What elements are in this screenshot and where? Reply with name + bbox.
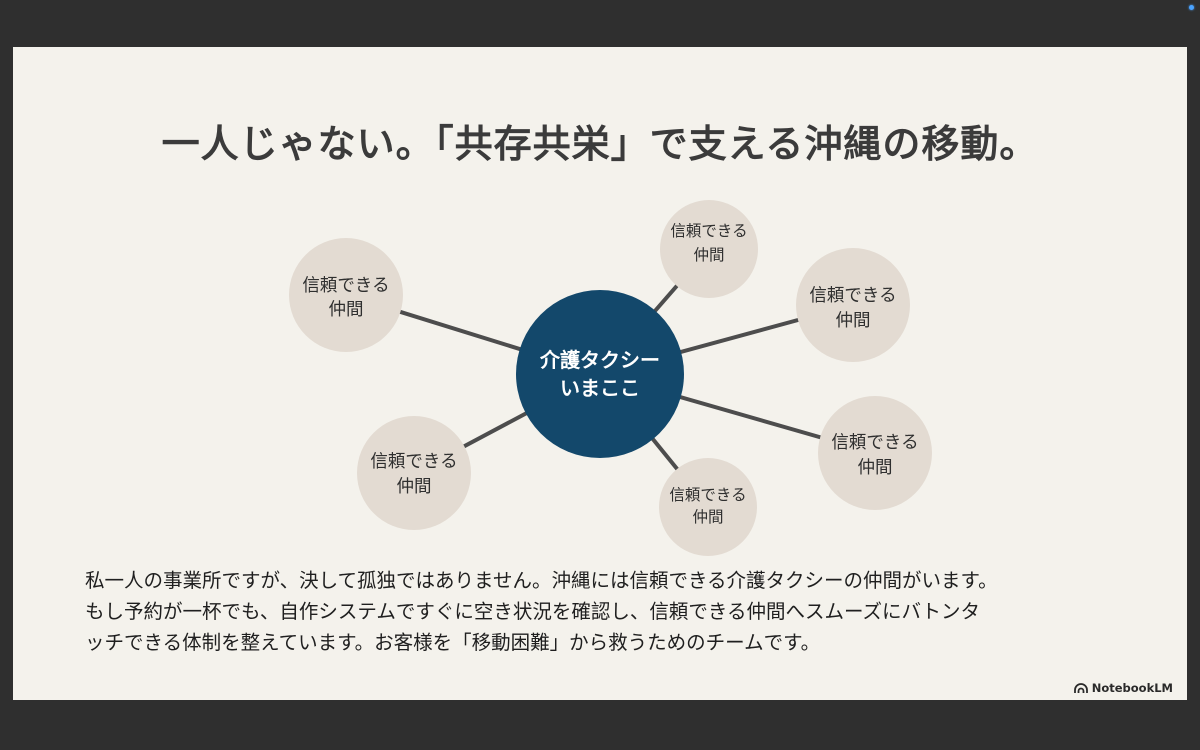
partner-label-line1: 信頼できる: [809, 286, 896, 306]
status-indicator-dot: [1189, 5, 1194, 10]
notebooklm-logo-icon: [1073, 682, 1088, 693]
partner-node-top: 信頼できる 仲間: [660, 200, 758, 298]
hub-label-line2: いまここ: [560, 376, 640, 400]
partner-label-line1: 信頼できる: [669, 486, 746, 504]
partner-label-line1: 信頼できる: [670, 222, 747, 240]
body-line: もし予約が一杯でも、自作システムですぐに空き状況を確認し、信頼できる仲間へスムー…: [85, 600, 981, 623]
partner-node-top-left: 信頼できる 仲間: [289, 238, 403, 352]
notebooklm-branding: NotebookLM: [1073, 681, 1173, 695]
partner-label-line2: 仲間: [836, 311, 871, 331]
slide-title: 一人じゃない。「共存共栄」で支える沖縄の移動。: [161, 122, 1039, 166]
body-paragraph: 私一人の事業所ですが、決して孤独ではありません。沖縄には信頼できる介護タクシーの…: [85, 565, 1125, 658]
partner-label-line2: 仲間: [397, 477, 432, 497]
partner-label-line2: 仲間: [329, 300, 364, 320]
brand-label: NotebookLM: [1091, 681, 1173, 695]
network-diagram: 信頼できる 仲間 信頼できる 仲間 信頼できる 仲間 信頼できる 仲間 信頼でき…: [289, 200, 932, 556]
hub-node: 介護タクシー いまここ: [516, 290, 684, 458]
partner-label-line2: 仲間: [858, 458, 893, 478]
partner-label-line1: 信頼できる: [370, 452, 457, 472]
hub-label-line1: 介護タクシー: [539, 348, 660, 372]
partner-node-lower-left: 信頼できる 仲間: [357, 416, 471, 530]
partner-node-lower-right: 信頼できる 仲間: [818, 396, 932, 510]
body-line: ッチできる体制を整えています。お客様を「移動困難」から救うためのチームです。: [85, 631, 821, 654]
partner-label-line2: 仲間: [692, 508, 723, 526]
partner-label-line1: 信頼できる: [831, 433, 918, 453]
slide: 一人じゃない。「共存共栄」で支える沖縄の移動。 信頼できる 仲間 信頼できる 仲…: [13, 47, 1187, 700]
body-line: 私一人の事業所ですが、決して孤独ではありません。沖縄には信頼できる介護タクシーの…: [85, 569, 998, 592]
partner-node-upper-right: 信頼できる 仲間: [796, 248, 910, 362]
partner-label-line1: 信頼できる: [302, 276, 389, 296]
partner-label-line2: 仲間: [693, 246, 724, 264]
partner-node-bottom: 信頼できる 仲間: [659, 458, 757, 556]
